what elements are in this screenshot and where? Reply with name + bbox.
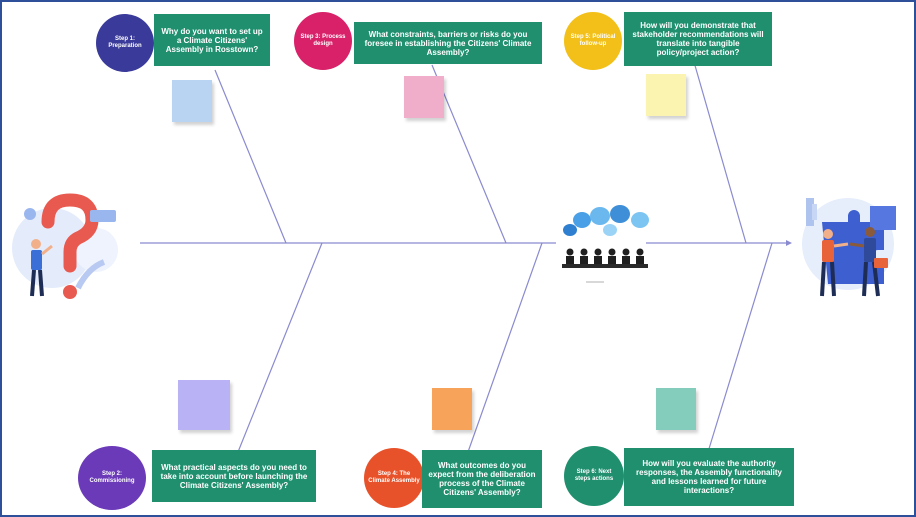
step-1-question: Why do you want to set up a Climate Citi… — [154, 14, 270, 66]
step-4-badge: Step 4: The Climate Assembly — [364, 448, 424, 508]
puzzle-handshake-icon — [802, 198, 896, 297]
bone-step2 — [237, 242, 323, 453]
sticky-note-step1 — [172, 80, 212, 122]
step-5-question: How will you demonstrate that stakeholde… — [624, 12, 772, 66]
step-1-badge: Step 1: Preparation — [96, 14, 154, 72]
bone-step1 — [214, 69, 287, 244]
sticky-note-step4 — [432, 388, 472, 430]
bone-step5 — [693, 61, 747, 244]
question-person-icon — [12, 193, 118, 299]
sticky-note-step5 — [646, 74, 686, 116]
step-2-question: What practical aspects do you need to ta… — [152, 450, 316, 502]
step-2-badge: Step 2: Commissioning — [78, 446, 146, 510]
step-5-badge: Step 5: Political follow-up — [564, 12, 622, 70]
spine-arrowhead — [786, 240, 792, 246]
step-3-question: What constraints, barriers or risks do y… — [354, 22, 542, 64]
step-4-question: What outcomes do you expect from the del… — [422, 450, 542, 508]
sticky-note-step6 — [656, 388, 696, 430]
assembly-meeting-icon — [562, 205, 649, 283]
bone-step6 — [707, 242, 773, 453]
step-6-badge: Step 6: Next steps actions — [564, 446, 624, 506]
step-6-question: How will you evaluate the authority resp… — [624, 448, 794, 506]
bone-step4 — [467, 242, 543, 453]
bone-step3 — [431, 64, 507, 244]
sticky-note-step3 — [404, 76, 444, 118]
step-3-badge: Step 3: Process design — [294, 12, 352, 70]
sticky-note-step2 — [178, 380, 230, 430]
